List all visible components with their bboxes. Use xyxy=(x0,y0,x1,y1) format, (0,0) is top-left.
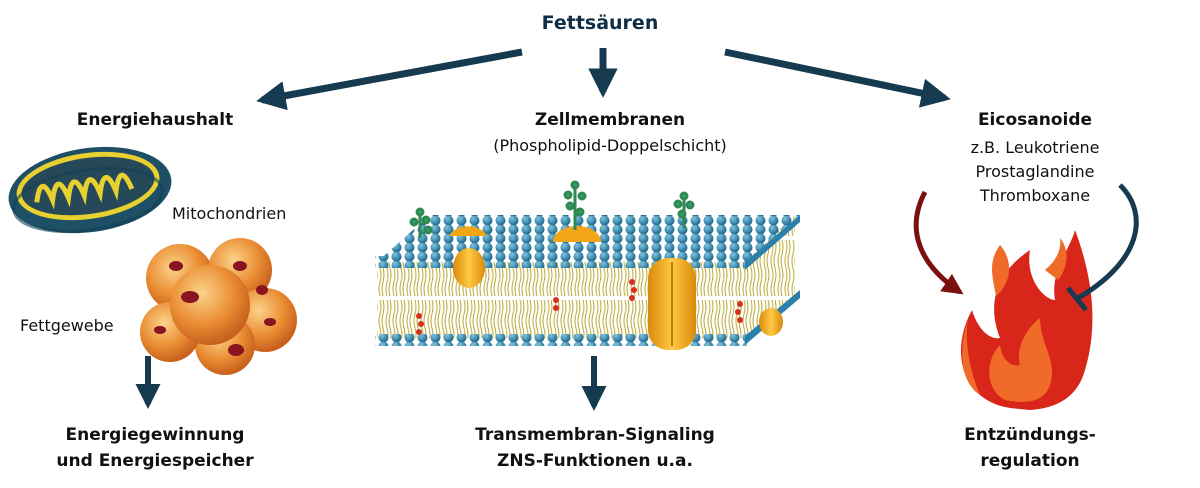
eicosanoids-line2: Prostaglandine xyxy=(975,162,1095,181)
arrow-to-energy xyxy=(256,48,523,111)
phospholipid-bilayer-illustration xyxy=(375,180,800,350)
eicosanoids-title: Eicosanoide xyxy=(977,110,1093,130)
energy-result-line1: Energiegewinnung xyxy=(65,425,245,445)
inhibit-arrow xyxy=(1076,183,1139,301)
membrane-subtitle: (Phospholipid-Doppelschicht) xyxy=(493,136,727,155)
mitochondrion-illustration xyxy=(8,146,172,234)
flame-illustration xyxy=(960,230,1093,410)
energy-title: Energiehaushalt xyxy=(76,110,234,130)
inflammation-line1: Entzündungs- xyxy=(964,425,1096,445)
membrane-result-line2: ZNS-Funktionen u.a. xyxy=(497,451,693,471)
membrane-result-line1: Transmembran-Signaling xyxy=(475,425,715,445)
energy-result-line2: und Energiespeicher xyxy=(56,451,254,471)
eicosanoids-line1: z.B. Leukotriene xyxy=(970,138,1100,157)
fat-tissue-illustration xyxy=(140,238,297,375)
arrow-to-eicosanoids xyxy=(724,48,951,108)
root-label: Fettsäuren xyxy=(541,12,659,34)
mitochondria-label: Mitochondrien xyxy=(172,204,287,223)
promote-arrow xyxy=(913,190,964,295)
inflammation-line2: regulation xyxy=(980,451,1080,471)
eicosanoids-line3: Thromboxane xyxy=(979,186,1091,205)
inhibit-bar xyxy=(1066,286,1088,312)
membrane-title: Zellmembranen xyxy=(534,110,686,130)
fat-tissue-label: Fettgewebe xyxy=(20,316,114,335)
